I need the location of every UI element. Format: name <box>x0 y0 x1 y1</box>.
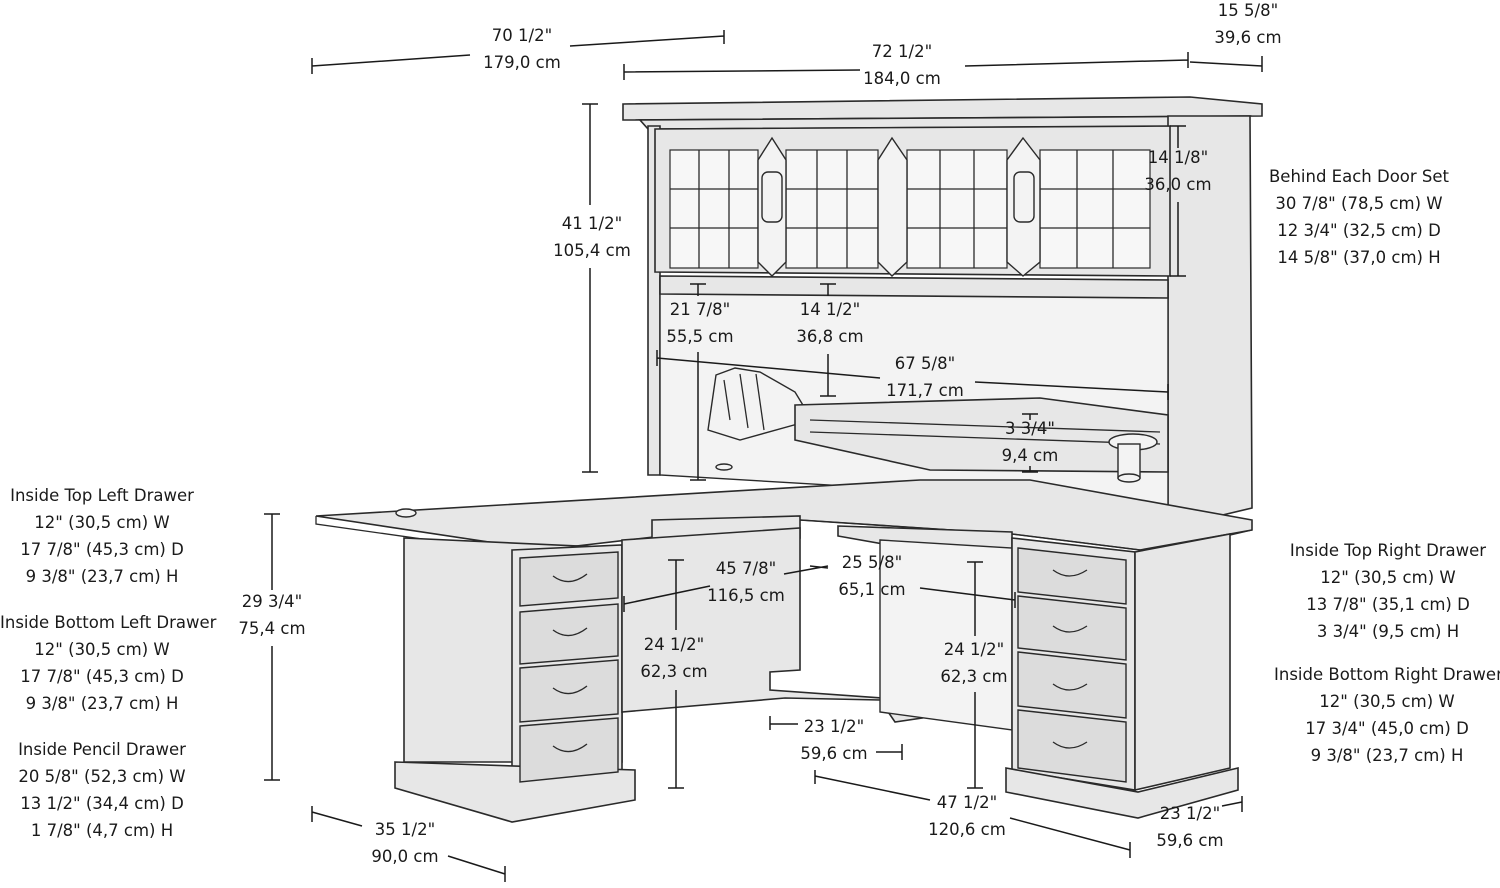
dim-open-center <box>820 283 836 397</box>
hinge-icon <box>1013 171 1035 223</box>
cup-holder <box>1108 433 1158 483</box>
grommet <box>715 463 733 471</box>
label-return-depth: 23 1/2" 59,6 cm <box>800 717 868 763</box>
hutch-riser-shelf <box>794 397 1169 473</box>
label-open-height-left: 21 7/8" 55,5 cm <box>666 300 734 346</box>
dim-open-left <box>690 283 706 481</box>
label-hutch-width: 70 1/2" 179,0 cm <box>483 26 561 72</box>
hinge-icon <box>761 171 783 223</box>
hutch <box>622 96 1263 530</box>
label-desk-height: 29 3/4" 75,4 cm <box>238 592 306 638</box>
dim-overall-width <box>623 52 1189 80</box>
label-return-knee-width: 25 5/8" 65,1 cm <box>838 553 906 599</box>
label-side-depth: 35 1/2" 90,0 cm <box>371 820 439 866</box>
label-overall-width: 72 1/2" 184,0 cm <box>863 42 941 88</box>
dimension-lines <box>264 30 1263 882</box>
spec-bottom-left-drawer: Inside Bottom Left Drawer 12" (30,5 cm) … <box>0 613 217 713</box>
dim-return-depth <box>769 716 903 760</box>
dim-inner-width <box>656 350 1169 400</box>
dim-shelf-height <box>1022 413 1038 473</box>
label-knee-height-left: 24 1/2" 62,3 cm <box>640 635 708 681</box>
dim-return-knee <box>809 565 1016 608</box>
dim-hutch-width <box>311 30 725 74</box>
left-drawers <box>519 551 619 783</box>
drawer <box>1017 651 1127 719</box>
spec-door-set: Behind Each Door Set 30 7/8" (78,5 cm) W… <box>1268 167 1450 267</box>
right-drawers <box>1017 547 1127 783</box>
dim-desk-height <box>264 513 280 781</box>
label-knee-height-right: 24 1/2" 62,3 cm <box>940 640 1008 686</box>
spec-pencil-drawer: Inside Pencil Drawer 20 5/8" (52,3 cm) W… <box>18 740 186 840</box>
drawer-pull-icon <box>1052 569 1088 749</box>
dim-hutch-depth <box>1189 56 1263 72</box>
label-hutch-depth: 15 5/8" 39,6 cm <box>1214 1 1282 47</box>
pedestal-base <box>1005 766 1239 819</box>
spec-top-right-drawer: Inside Top Right Drawer 12" (30,5 cm) W … <box>1289 541 1487 641</box>
dim-return-length <box>814 770 1131 858</box>
drawer <box>519 659 619 723</box>
grommet <box>395 508 417 518</box>
drawer-pull-icon <box>552 573 588 753</box>
label-knee-width: 45 7/8" 116,5 cm <box>707 559 785 605</box>
label-cabinet-height: 14 1/8" 36,0 cm <box>1144 148 1212 194</box>
label-hutch-height: 41 1/2" 105,4 cm <box>553 214 631 260</box>
label-return-length: 47 1/2" 120,6 cm <box>928 793 1006 839</box>
drawer <box>519 551 619 607</box>
left-pedestal <box>394 537 636 823</box>
label-shelf-height: 3 3/4" 9,4 cm <box>1001 419 1059 465</box>
dim-side-depth <box>311 806 506 882</box>
spec-bottom-right-drawer: Inside Bottom Right Drawer 12" (30,5 cm)… <box>1274 665 1500 765</box>
right-pedestal <box>1005 533 1239 819</box>
dim-hutch-height <box>582 103 598 473</box>
drawer <box>519 603 619 665</box>
drawer <box>519 717 619 783</box>
dim-cabinet-height <box>1170 125 1186 277</box>
drawer <box>1017 595 1127 661</box>
cabinet-doors <box>669 136 1151 277</box>
label-open-height-center: 14 1/2" 36,8 cm <box>796 300 864 346</box>
hutch-crown <box>622 96 1263 121</box>
drawer <box>1017 709 1127 783</box>
dim-desk-depth <box>1221 796 1243 812</box>
label-inner-width: 67 5/8" 171,7 cm <box>886 354 964 400</box>
pedestal-side <box>1134 533 1231 792</box>
dim-knee-height-left <box>668 559 684 789</box>
label-desk-depth: 23 1/2" 59,6 cm <box>1156 804 1224 850</box>
spec-top-left-drawer: Inside Top Left Drawer 12" (30,5 cm) W 1… <box>10 486 194 586</box>
dim-knee-height-right <box>967 561 983 789</box>
